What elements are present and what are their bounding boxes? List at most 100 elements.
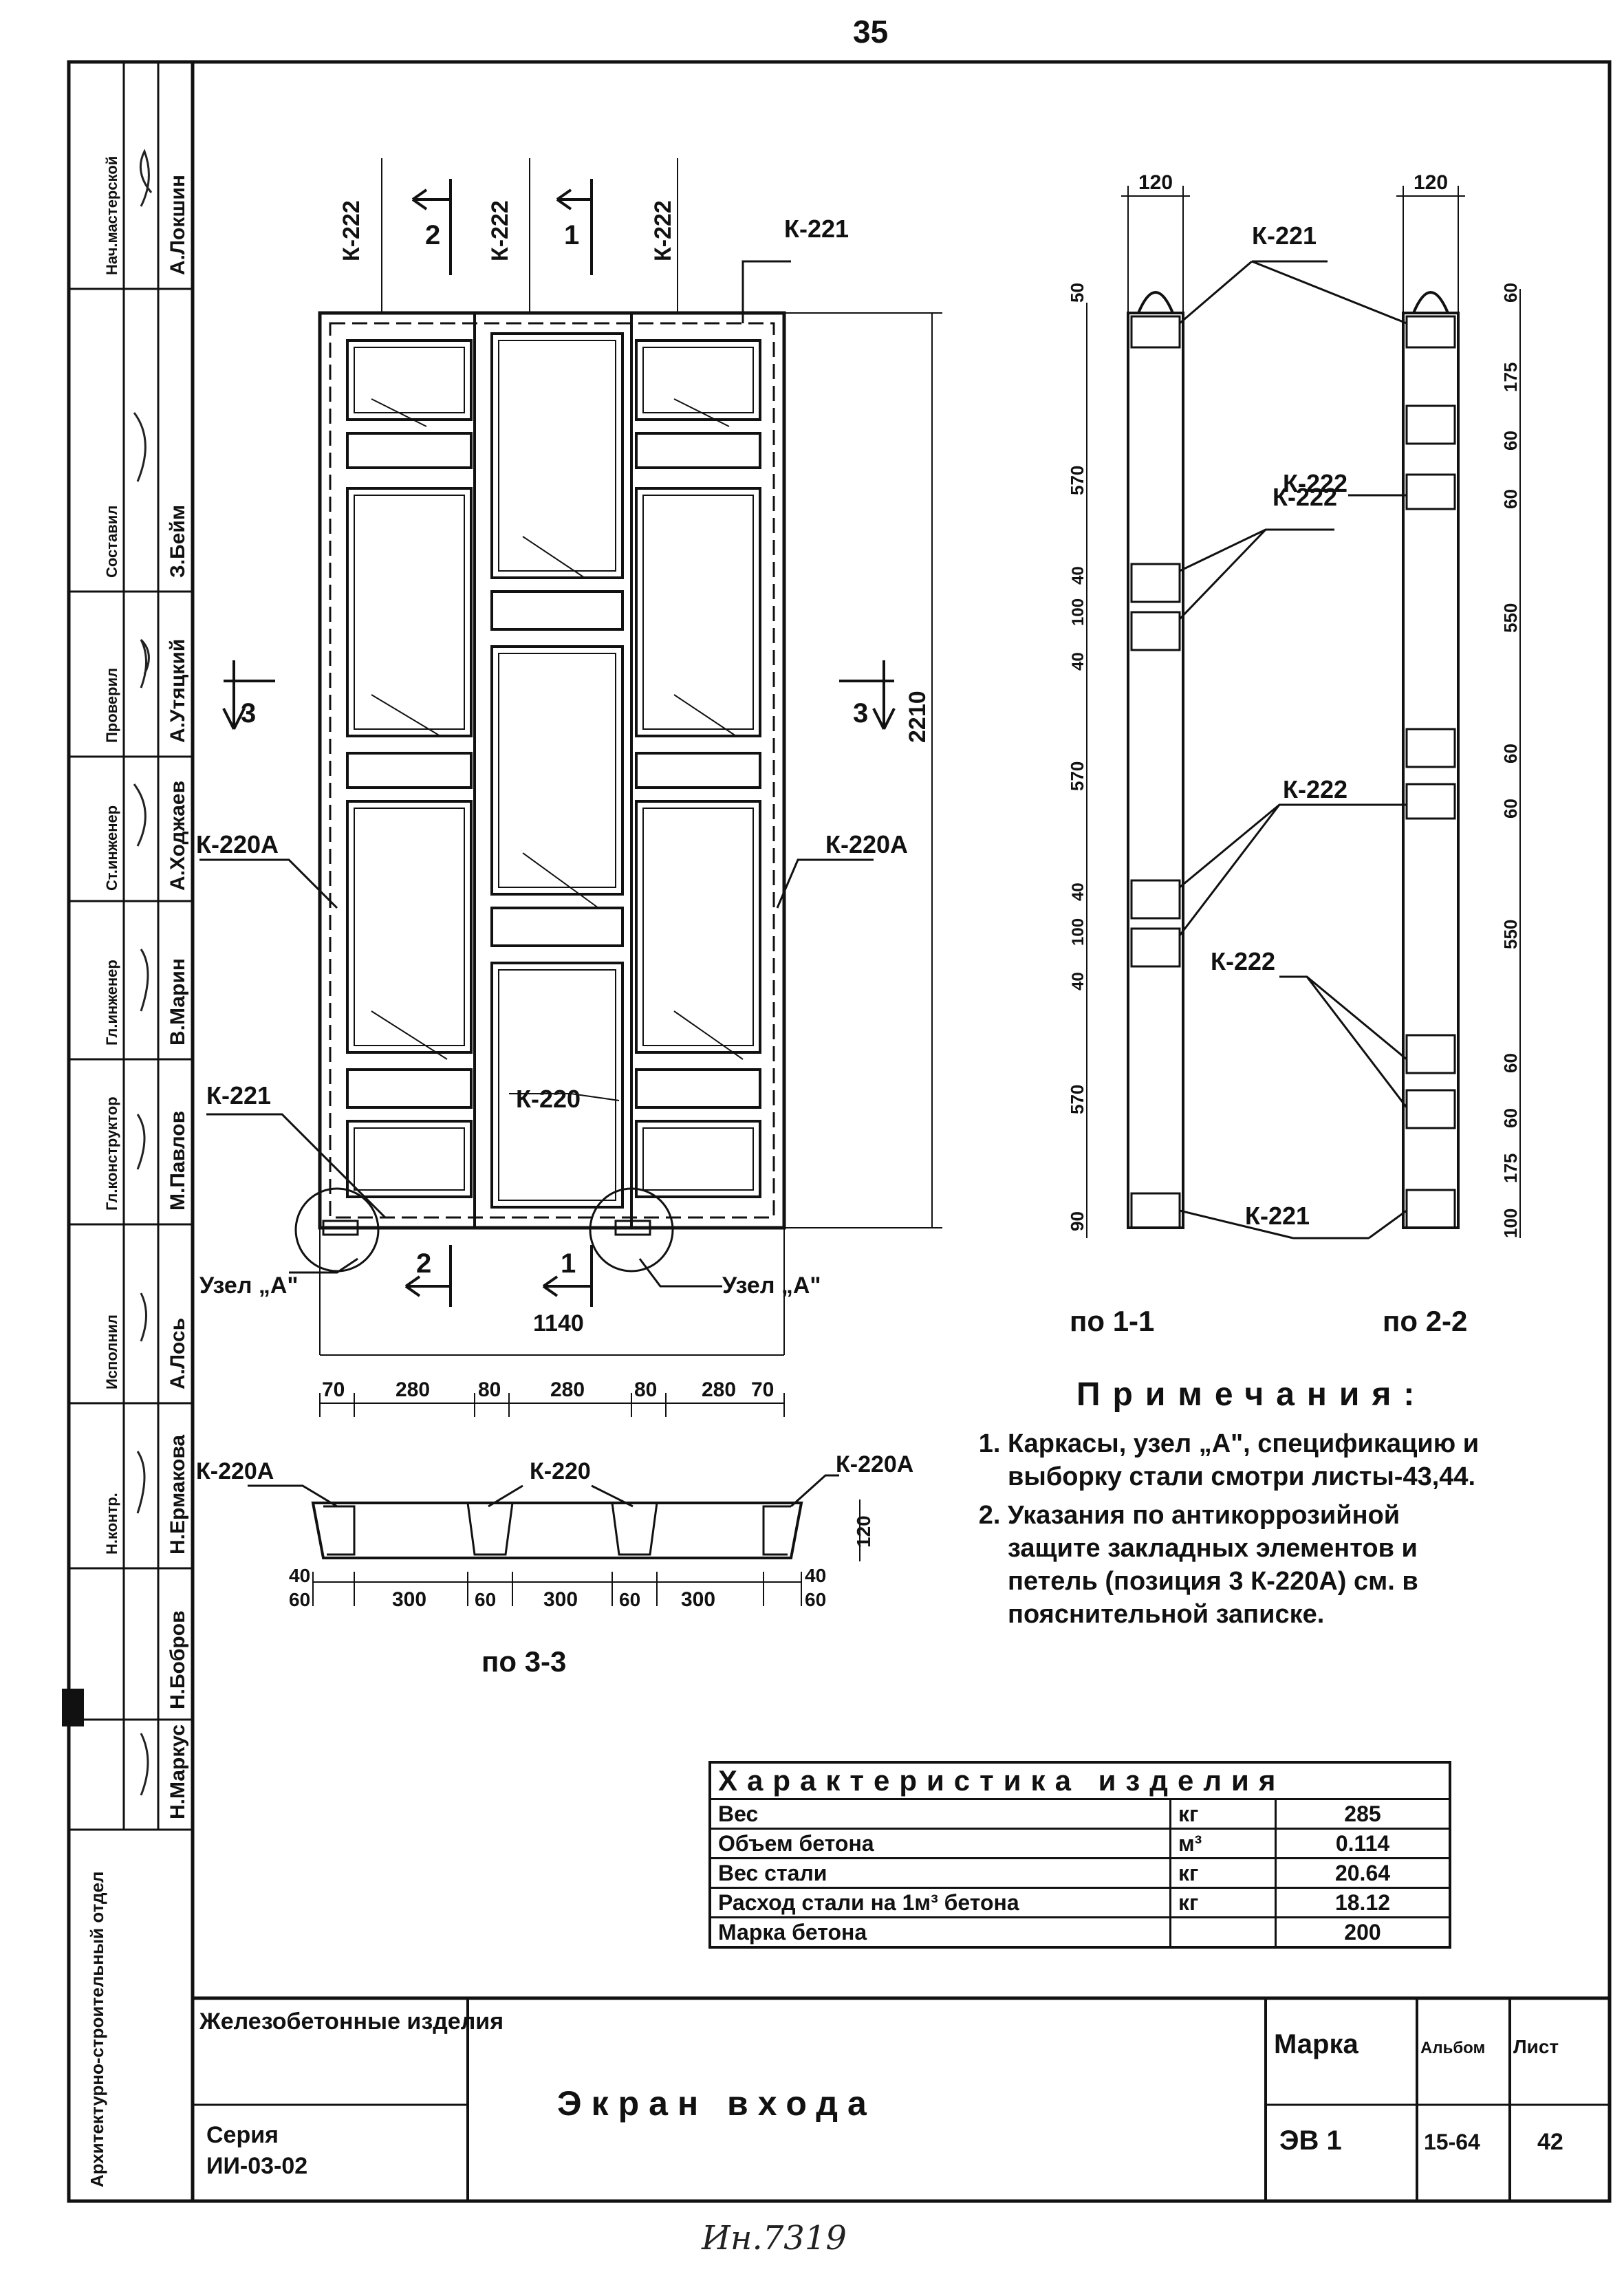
svg-text:60: 60 [1500, 744, 1521, 764]
svg-text:60: 60 [1500, 1108, 1521, 1128]
svg-text:550: 550 [1500, 920, 1521, 949]
svg-text:570: 570 [1067, 761, 1087, 791]
signatures [133, 149, 153, 1796]
characteristics-title: Характеристика изделия [710, 1761, 1450, 1800]
svg-text:70: 70 [751, 1378, 774, 1401]
overall-height: 2210 [905, 691, 931, 743]
svg-text:60: 60 [475, 1589, 496, 1610]
series: ИИ-03-02 [206, 2153, 307, 2179]
svg-text:60: 60 [619, 1589, 640, 1610]
svg-text:40: 40 [1069, 882, 1087, 901]
svg-text:Нач.мастерской: Нач.мастерской [103, 156, 120, 275]
section-2-2-title: по 2-2 [1383, 1305, 1467, 1337]
svg-text:Проверил: Проверил [103, 668, 120, 743]
svg-text:175: 175 [1500, 362, 1521, 392]
svg-text:100: 100 [1069, 598, 1087, 626]
section-1-1 [1086, 186, 1369, 1239]
section-3-3-labels: К-220А К-220 К-220А 40 60 300 60 300 60 … [196, 1451, 913, 1678]
svg-text:570: 570 [1067, 466, 1087, 495]
section-1-1-title: по 1-1 [1070, 1305, 1154, 1337]
section-mark-3-right: 3 [853, 698, 868, 728]
table-row: Вес стали кг 20.64 [708, 1857, 1451, 1889]
note-1: Каркасы, узел „А", спецификацию и выборк… [1008, 1427, 1496, 1493]
svg-text:Исполнил: Исполнил [103, 1314, 120, 1389]
svg-text:100: 100 [1069, 918, 1087, 946]
svg-text:280: 280 [550, 1378, 585, 1401]
svg-text:К-220: К-220 [530, 1458, 591, 1484]
note-2: Указания по антикоррозийной защите закла… [1008, 1499, 1496, 1631]
stamp-name-3: А.Утяцкий [166, 639, 189, 743]
inventory-number: Ин.7319 [701, 2219, 847, 2257]
section-mark-1-top: 1 [564, 220, 579, 250]
callout-k222-2: К-222 [487, 200, 513, 261]
section-3-3-title: по 3-3 [481, 1645, 566, 1678]
svg-text:Лист: Лист [1513, 2036, 1559, 2057]
svg-text:60: 60 [1500, 799, 1521, 819]
svg-text:К-221: К-221 [1245, 1202, 1310, 1230]
side-stamp: Архитектурно-строительный отдел А.Локшин… [87, 149, 189, 2187]
characteristics-table: Характеристика изделия Вес кг 285 Объем … [708, 1761, 1451, 1949]
section-mark-1-bottom: 1 [561, 1248, 576, 1279]
front-view [199, 158, 942, 1417]
section-2-2 [1178, 186, 1521, 1239]
table-row: Расход стали на 1м³ бетона кг 18.12 [708, 1887, 1451, 1918]
svg-text:К-222: К-222 [1283, 469, 1347, 497]
svg-text:Н.контр.: Н.контр. [103, 1493, 120, 1555]
title-block-labels: Железобетонные изделия Серия ИИ-03-02 Эк… [199, 2008, 1563, 2179]
svg-text:Гл.инженер: Гл.инженер [103, 960, 120, 1046]
svg-text:300: 300 [681, 1588, 715, 1611]
svg-text:60: 60 [1500, 431, 1521, 451]
notes: Примечания: Каркасы, узел „А", специфика… [973, 1376, 1496, 1636]
svg-text:550: 550 [1500, 603, 1521, 633]
svg-text:Составил: Составил [103, 506, 120, 578]
svg-text:570: 570 [1067, 1085, 1087, 1114]
outer-frame [67, 60, 1612, 2203]
callout-k220: К-220 [516, 1085, 581, 1113]
stamp-name-1: А.Локшин [166, 175, 189, 275]
section-3-3 [248, 1474, 860, 1606]
table-row: Марка бетона 200 [708, 1916, 1451, 1949]
node-a-right: Узел „А" [722, 1273, 821, 1299]
svg-text:Марка: Марка [1274, 2029, 1359, 2059]
svg-text:90: 90 [1067, 1211, 1087, 1231]
page-number: 35 [853, 14, 888, 50]
album: 15-64 [1424, 2130, 1480, 2154]
svg-text:50: 50 [1067, 283, 1087, 303]
svg-text:280: 280 [396, 1378, 430, 1401]
svg-text:60: 60 [805, 1589, 826, 1610]
stamp-name-7: А.Лось [166, 1318, 189, 1389]
svg-text:60: 60 [289, 1589, 310, 1610]
svg-text:80: 80 [634, 1378, 657, 1401]
svg-text:80: 80 [478, 1378, 501, 1401]
product-mark: ЭВ 1 [1279, 2125, 1342, 2156]
svg-text:К-220А: К-220А [836, 1451, 913, 1477]
svg-text:120: 120 [1414, 171, 1448, 194]
section-mark-2-top: 2 [425, 220, 440, 250]
section-1-1-labels: 120 К-221 К-222 К-221 50 570 40 100 40 5… [1067, 171, 1337, 1337]
svg-text:70: 70 [322, 1378, 345, 1401]
table-row: Объем бетона м³ 0.114 [708, 1828, 1451, 1859]
svg-text:К-221: К-221 [1252, 221, 1317, 250]
section-2-2-labels: 120 К-222 К-222 К-222 60 175 60 60 550 6… [1211, 171, 1521, 1337]
callout-k220a-left: К-220А [196, 830, 279, 858]
title-block [193, 1996, 1610, 2201]
callout-k222-3: К-222 [650, 200, 676, 261]
notes-title: Примечания: [1076, 1376, 1427, 1413]
svg-text:40: 40 [289, 1565, 310, 1586]
svg-text:300: 300 [392, 1588, 426, 1611]
svg-text:60: 60 [1500, 489, 1521, 509]
svg-text:120: 120 [853, 1515, 874, 1548]
svg-text:40: 40 [1069, 652, 1087, 671]
svg-text:40: 40 [805, 1565, 826, 1586]
callout-k221-bottom: К-221 [206, 1081, 271, 1109]
stamp-grid [69, 288, 193, 1831]
callout-k220a-right: К-220А [825, 830, 908, 858]
svg-text:120: 120 [1138, 171, 1173, 194]
callout-k221-top: К-221 [784, 215, 849, 243]
stamp-name-6: М.Павлов [166, 1111, 189, 1211]
svg-text:60: 60 [1500, 283, 1521, 303]
svg-text:Серия: Серия [206, 2122, 279, 2148]
svg-text:К-222: К-222 [1211, 947, 1275, 975]
stamp-name-5: В.Марин [166, 958, 189, 1046]
